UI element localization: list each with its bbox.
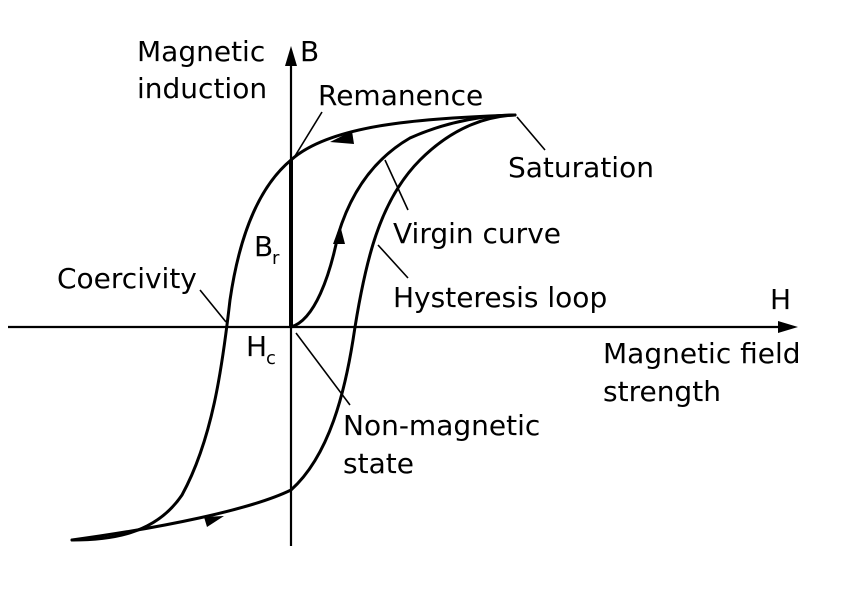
arrow-upper-branch [330, 131, 354, 144]
hysteresis-ascending-branch [70, 113, 517, 542]
hysteresis-loop-leader [377, 244, 409, 279]
b-axis-arrowhead [285, 46, 297, 66]
remanence-label: Remanence [318, 79, 483, 112]
br-subscript: r [272, 248, 280, 269]
saturation-label: Saturation [508, 151, 654, 184]
hysteresis-descending-branch [70, 113, 517, 542]
arrow-lower-branch [204, 516, 224, 527]
virgin-curve [289, 113, 517, 329]
virgin-curve-leader [384, 159, 409, 211]
remanence-leader [294, 111, 323, 157]
coercivity-label: Coercivity [57, 262, 197, 295]
virgin-curve-label: Virgin curve [393, 217, 561, 250]
saturation-leader [516, 116, 546, 151]
hc-symbol: H [246, 330, 267, 363]
h-axis-arrowhead [778, 321, 798, 333]
b-axis-name-line1: Magnetic [137, 35, 265, 68]
non-magnetic-label-line2: state [343, 447, 414, 480]
b-axis-name-line2: induction [137, 72, 267, 105]
coercivity-leader [199, 289, 227, 323]
h-axis-name-line1: Magnetic field [603, 337, 801, 370]
hc-subscript: c [266, 348, 276, 369]
h-axis-symbol: H [770, 283, 791, 316]
h-axis-name-line2: strength [603, 375, 721, 408]
non-magnetic-leader [295, 332, 351, 406]
non-magnetic-label-line1: Non-magnetic [343, 409, 540, 442]
br-symbol: B [254, 230, 273, 263]
arrow-virgin-curve [333, 225, 345, 244]
hysteresis-loop-label: Hysteresis loop [393, 281, 607, 314]
b-axis-symbol: B [300, 35, 319, 68]
